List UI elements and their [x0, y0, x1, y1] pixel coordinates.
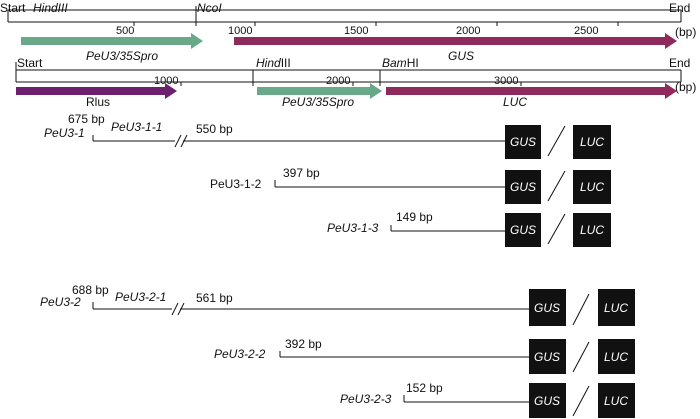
construct-1-2-slash: [547, 170, 566, 202]
construct-2-2-name: PeU3-2-2: [214, 347, 266, 361]
map2-luc-label: LUC: [503, 95, 527, 109]
map1-gus-arrow: [234, 33, 677, 49]
construct-2-1-downstream-bp: 561 bp: [196, 291, 233, 305]
construct-2-3-name: PeU3-2-3: [340, 392, 392, 406]
map1-promoter-arrow: [21, 33, 203, 49]
map1-hindiii-label: HindIII: [33, 1, 68, 15]
construct-1-name: PeU3-1: [44, 126, 85, 140]
construct-2-2-gus-text: GUS: [534, 350, 560, 364]
construct-2-1-break-1: [171, 302, 179, 316]
construct-1-3-luc-box: [573, 213, 611, 247]
construct-2-2-luc-box: [598, 339, 635, 374]
map1-tick-label-2000: 2000: [456, 25, 480, 37]
map2-luc-arrow: [386, 83, 677, 99]
construct-2-3-luc-text: LUC: [604, 394, 628, 408]
construct-2-3-gus-box: [529, 383, 566, 418]
map1-gus-label: GUS: [448, 49, 474, 63]
map1-tick-label-500: 500: [116, 25, 134, 37]
map2-tick-label-3000: 3000: [494, 75, 518, 87]
map2-end-label: End: [669, 56, 690, 70]
map2-rlus-label: Rlus: [86, 95, 110, 109]
construct-1-1-slash: [547, 125, 566, 157]
construct-2-2-gus-box: [529, 339, 566, 374]
construct-1-3-gus-text: GUS: [510, 223, 536, 237]
construct-1-2-luc-box: [573, 170, 611, 204]
construct-1-3-slash: [547, 213, 566, 245]
construct-1-1-luc-box: [573, 125, 611, 159]
map2-promoter-arrow: [257, 83, 382, 99]
map2-tick-label-2000: 2000: [326, 75, 350, 87]
construct-2-2-luc-text: LUC: [604, 350, 628, 364]
construct-2-1-upstream-bp: 688 bp: [72, 283, 109, 297]
construct-1-3-luc-text: LUC: [580, 223, 604, 237]
construct-2-3-luc-box: [598, 383, 635, 418]
construct-2-1-slash: [572, 293, 590, 326]
constructs-group-1: 675 bp PeU3-1 PeU3-1-1 550 bp GUS LUC 39…: [44, 112, 611, 247]
construct-1-2-bp: 397 bp: [283, 166, 320, 180]
map1-bp-unit: (bp): [675, 25, 696, 39]
construct-1-1-upstream-bp: 675 bp: [68, 112, 105, 126]
map1-start-label: Start: [0, 1, 26, 15]
map2-rlus-arrow: [16, 83, 177, 99]
construct-1-2-gus-box: [505, 170, 541, 204]
construct-2-3-slash: [572, 385, 590, 417]
construct-2-1-gus-text: GUS: [534, 301, 560, 315]
map2-promoter-label: PeU3/35Spro: [282, 95, 354, 109]
map1-tick-label-2500: 2500: [574, 25, 598, 37]
construct-1-1-break-1: [174, 134, 182, 148]
map2: Start HindIII BamHI End (bp) 1000 2000 3…: [15, 56, 696, 109]
construct-2-2-bp: 392 bp: [285, 337, 322, 351]
map2-bp-unit: (bp): [675, 80, 696, 94]
construct-2-1-label: PeU3-2-1: [115, 290, 166, 304]
map2-hindiii-label: HindIII: [256, 56, 291, 70]
construct-1-2-gus-text: GUS: [510, 180, 536, 194]
construct-1-1-downstream-bp: 550 bp: [196, 122, 233, 136]
map2-start-label: Start: [17, 56, 43, 70]
construct-2-1-gus-box: [529, 289, 566, 326]
construct-1-1-gus-text: GUS: [510, 135, 536, 149]
map1-tick-label-1000: 1000: [228, 25, 252, 37]
map2-tick-label-1000: 1000: [154, 75, 178, 87]
construct-1-3-name: PeU3-1-3: [327, 221, 379, 235]
construct-1-2-luc-text: LUC: [580, 180, 604, 194]
construct-1-2-name: PeU3-1-2: [210, 177, 262, 191]
construct-1-3-gus-box: [505, 213, 541, 247]
construct-2-1-luc-box: [598, 289, 635, 326]
construct-1-1-gus-box: [505, 125, 541, 159]
construct-2-2-slash: [572, 341, 590, 373]
map2-bamhi-label: BamHI: [382, 56, 419, 70]
construct-1-3-bp: 149 bp: [396, 210, 433, 224]
map1-ncoi-label: NcoI: [197, 1, 222, 15]
construct-2-3-bp: 152 bp: [406, 381, 443, 395]
map1-tick-label-1500: 1500: [344, 25, 368, 37]
construct-1-1-luc-text: LUC: [580, 135, 604, 149]
map1-end-label: End: [669, 1, 690, 15]
construct-1-1-label: PeU3-1-1: [111, 120, 162, 134]
map1-promoter-label: PeU3/35Spro: [86, 49, 158, 63]
map1: Start HindIII NcoI End (bp) 500 1000 150…: [0, 1, 696, 63]
construct-2-3-gus-text: GUS: [534, 394, 560, 408]
construct-2-name: PeU3-2: [40, 295, 81, 309]
construct-2-1-luc-text: LUC: [604, 301, 628, 315]
constructs-group-2: 688 bp PeU3-2 PeU3-2-1 561 bp GUS LUC 39…: [40, 283, 635, 418]
